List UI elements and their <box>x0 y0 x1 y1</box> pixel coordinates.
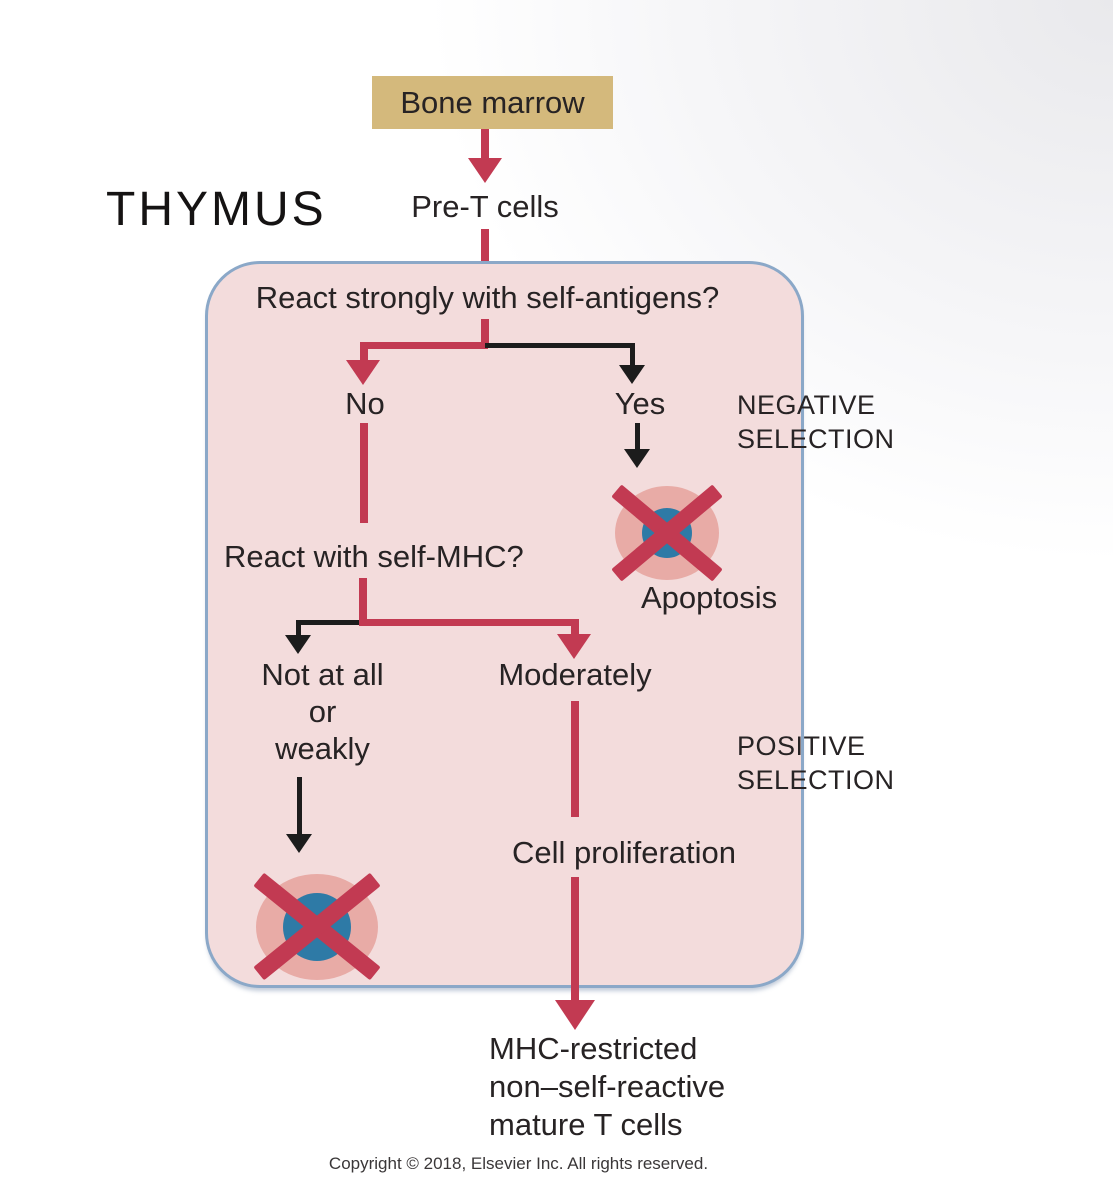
arrow-head <box>346 360 380 385</box>
arrow-shaft <box>481 129 489 161</box>
apoptosis-cell-icon-negative <box>611 484 723 582</box>
arrow-shaft <box>360 342 368 362</box>
arrow-shaft <box>571 619 579 636</box>
branch-yes-label: Yes <box>614 386 666 421</box>
arrow-shaft <box>635 423 640 451</box>
junction-red-horizontal <box>359 619 578 626</box>
arrow-shaft <box>297 777 302 836</box>
pre-t-cells-label: Pre-T cells <box>411 189 559 224</box>
cell-proliferation-label: Cell proliferation <box>512 835 736 870</box>
arrow-shaft <box>296 620 301 637</box>
arrow-head <box>557 634 591 659</box>
arrow-head <box>555 1000 595 1030</box>
apoptosis-cell-icon-positive <box>253 872 381 981</box>
bone-marrow-label: Bone marrow <box>400 84 585 120</box>
arrow-head <box>468 158 502 183</box>
positive-selection-label: POSITIVE SELECTION <box>737 731 895 795</box>
junction-red-horizontal <box>360 342 488 349</box>
branch-no-label: No <box>345 386 385 421</box>
question-self-mhc: React with self-MHC? <box>224 539 524 574</box>
arrow-head <box>624 449 650 468</box>
junction-stem <box>481 319 489 346</box>
arrow-shaft <box>630 343 635 366</box>
thymus-heading: THYMUS <box>106 183 327 236</box>
connector-moderately-down <box>571 701 579 817</box>
negative-selection-label: NEGATIVE SELECTION <box>737 390 895 454</box>
mature-t-cells-label: MHC-restricted non–self-reactive mature … <box>489 1031 726 1142</box>
bone-marrow-node: Bone marrow <box>372 76 613 129</box>
copyright-label: Copyright © 2018, Elsevier Inc. All righ… <box>328 1154 709 1173</box>
apoptosis-label: Apoptosis <box>641 580 778 615</box>
connector-pre-t-to-box <box>481 229 489 276</box>
arrow-head <box>619 365 645 384</box>
junction-stem <box>359 578 367 622</box>
junction-black-horizontal <box>485 343 635 348</box>
question-self-antigens: React strongly with self-antigens? <box>255 280 720 315</box>
arrow-shaft <box>571 877 579 1002</box>
junction-black-horizontal <box>296 620 362 625</box>
branch-not-at-all-label: Not at all or weakly <box>261 657 384 766</box>
connector-no-to-question2 <box>360 423 368 523</box>
arrow-head <box>285 635 311 654</box>
arrow-head <box>286 834 312 853</box>
branch-moderately-label: Moderately <box>498 657 652 692</box>
